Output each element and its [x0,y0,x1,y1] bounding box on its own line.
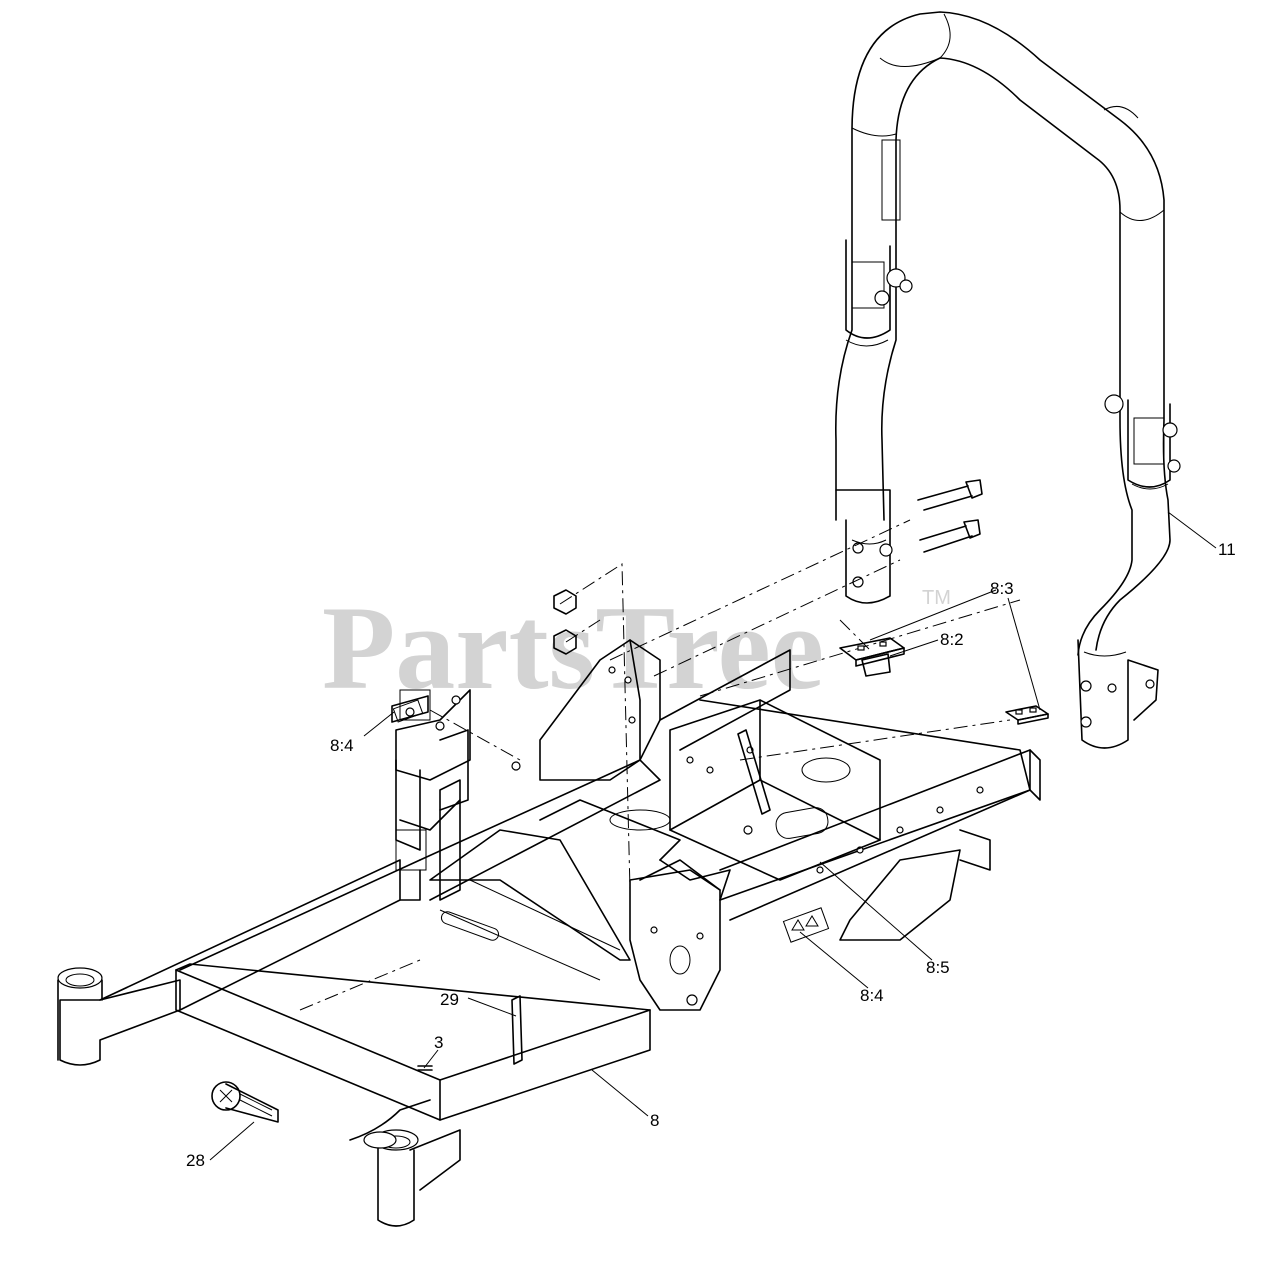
callout-labels: 11 8:3 8:2 8:4 8:5 8:4 29 3 8 28 [186,540,1236,1170]
callout-8-4-upper: 8:4 [330,736,354,755]
callout-8-4-lower: 8:4 [860,986,884,1005]
roll-bar-assembly [835,11,1181,749]
decal-8-4-upper [391,695,429,723]
main-frame [57,639,1041,1227]
callout-8-5: 8:5 [926,958,950,977]
exmark-logo-decal [211,1081,279,1123]
callout-8-2: 8:2 [940,630,964,649]
leader-lines [209,511,1217,1161]
brackets-8-2-8-3 [839,637,1049,725]
callout-3: 3 [434,1033,443,1052]
callout-8: 8 [650,1111,659,1130]
callout-29: 29 [440,990,459,1009]
assembly-lines [299,519,1021,1011]
partstree-watermark: PartsTree TM [322,581,951,714]
callout-11: 11 [1218,540,1236,559]
nuts [553,589,577,655]
callout-8-3: 8:3 [990,579,1014,598]
watermark-text: PartsTree [322,581,824,714]
callout-28: 28 [186,1151,205,1170]
watermark-trademark: TM [922,587,951,609]
roll-bar-bolts [917,479,983,553]
